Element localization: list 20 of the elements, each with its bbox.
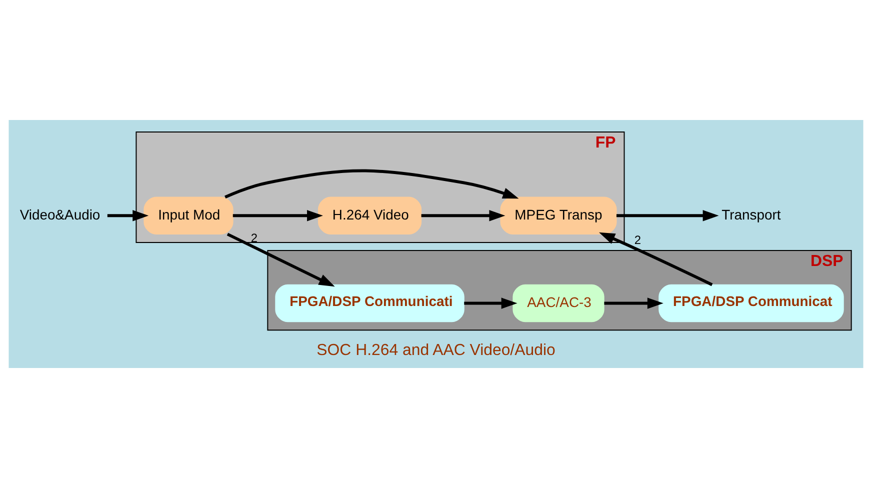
arrow (598, 232, 713, 286)
node-box: H.264 Video (318, 196, 422, 234)
arrow (224, 168, 519, 198)
edge-label: 2 (634, 232, 642, 247)
edge-label: 2 (250, 230, 258, 245)
arrow (604, 297, 664, 308)
node-box: AAC/AC-3 (512, 284, 604, 322)
arrow (107, 210, 149, 221)
arrow (226, 232, 335, 286)
node-box: MPEG Transp (500, 196, 617, 234)
arrow (464, 297, 518, 308)
arrow (616, 210, 719, 221)
node-text: Video&Audio (20, 206, 100, 222)
arrow (232, 210, 323, 221)
node-box: FPGA/DSP Communicat (658, 284, 844, 322)
node-box: Input Mod (144, 196, 234, 234)
node-text: Transport (722, 206, 781, 222)
node-box: FPGA/DSP Communicati (275, 284, 464, 322)
arrow (421, 210, 506, 221)
caption: SOC H.264 and AAC Video/Audio (316, 341, 556, 358)
